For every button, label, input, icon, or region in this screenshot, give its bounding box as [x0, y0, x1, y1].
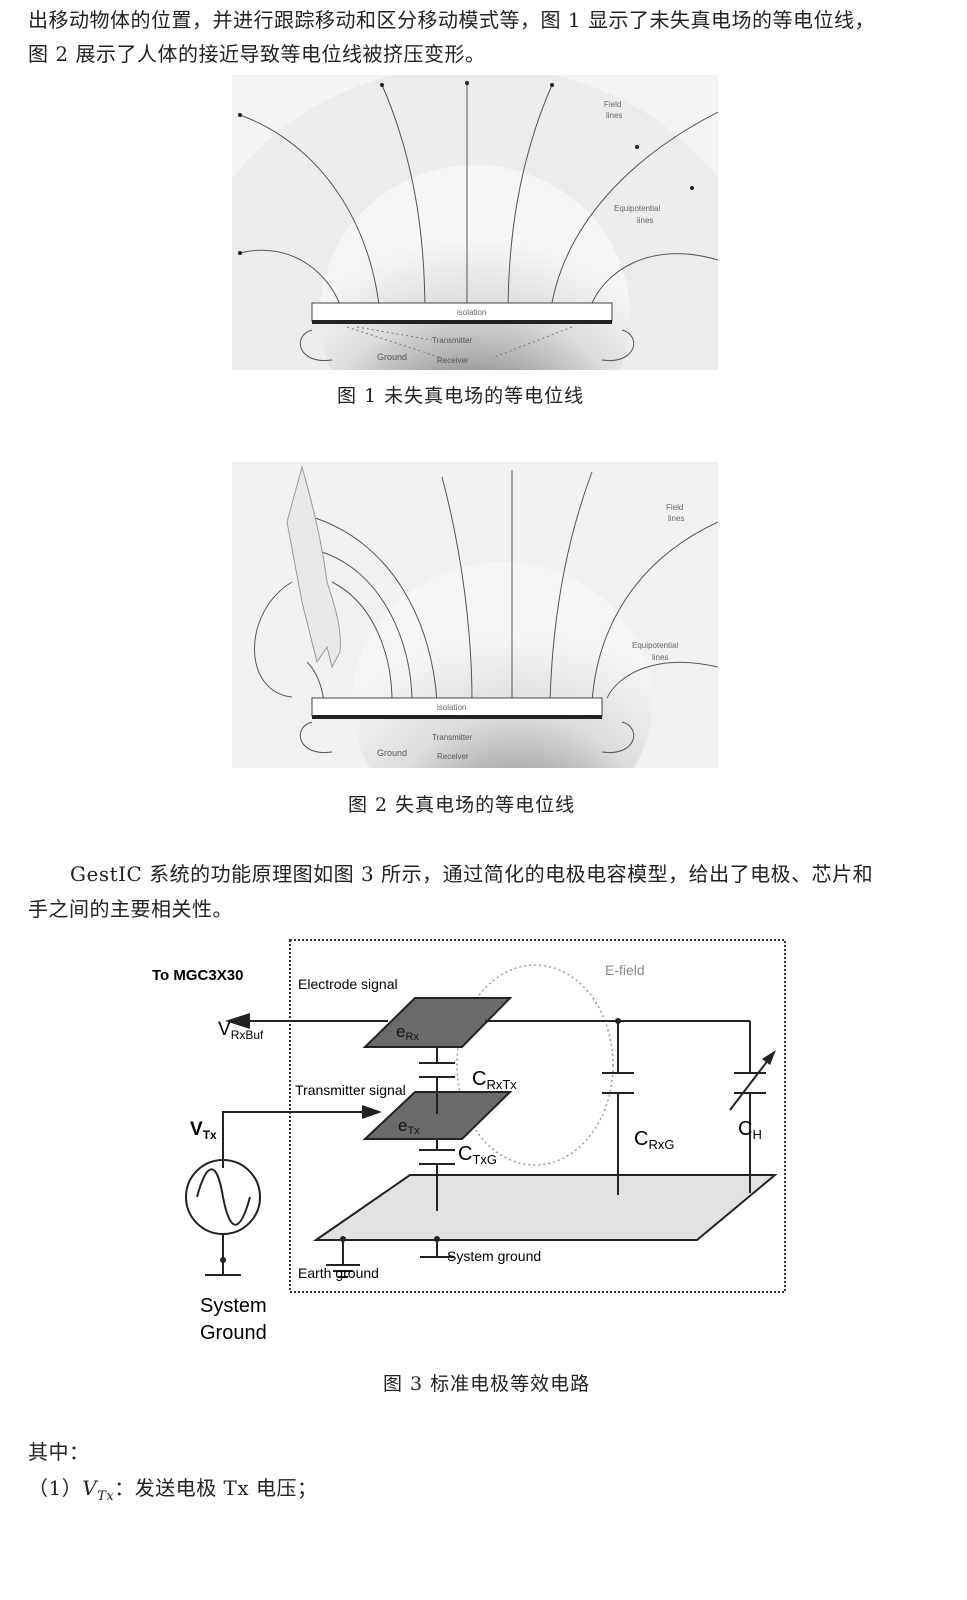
figure-2-distorted-field: isolation Transmitter Ground Receiver Fi… — [232, 462, 718, 768]
item-1-variable: V — [82, 1476, 98, 1500]
c-txg-label: CTxG — [458, 1143, 497, 1167]
hand-illustration — [286, 465, 341, 669]
fig1-ground-label: Ground — [377, 352, 407, 362]
system-ground-source-label-1: System — [200, 1295, 267, 1317]
fig1-transmitter-label: Transmitter — [432, 336, 472, 345]
c-h-label: CH — [738, 1118, 762, 1142]
fig2-ground-label: Ground — [377, 748, 407, 758]
fig1-equipotential-label: Equipotential — [614, 204, 660, 213]
figure-2-caption: 图 2 失真电场的等电位线 — [348, 794, 576, 816]
fig2-equipotential-label: Equipotential — [632, 641, 678, 650]
list-item-1: （1）VTx：发送电极 Tx 电压； — [28, 1472, 318, 1504]
e-field-label: E-field — [605, 962, 645, 978]
para-line-1: GestIC 系统的功能原理图如图 3 所示，通过简化的电极电容模型，给出了电极… — [70, 862, 874, 886]
fig1-field-label: Field — [604, 100, 621, 109]
fig1-isolation-label: isolation — [457, 308, 486, 317]
to-mgc3x30-label: To MGC3X30 — [152, 967, 243, 984]
fig2-equipotential-label-2: lines — [652, 653, 668, 662]
para-line-2: 手之间的主要相关性。 — [28, 897, 233, 921]
fig1-equipotential-label-2: lines — [637, 216, 653, 225]
c-rxtx-label: CRxTx — [472, 1068, 517, 1092]
e-rx-label: eRx — [396, 1022, 419, 1043]
e-tx-label: eTx — [398, 1116, 420, 1137]
fig2-field-label-2: lines — [668, 514, 684, 523]
fig2-receiver-label: Receiver — [437, 752, 469, 761]
item-1-subscript: Tx — [97, 1489, 115, 1504]
system-ground-label: System ground — [447, 1248, 541, 1264]
v-tx-label: VTx — [190, 1119, 217, 1142]
figure-1-undistorted-field: isolation Transmitter Ground Receiver Fi… — [232, 75, 718, 370]
v-rxbuf-label: VRxBuf — [218, 1019, 264, 1042]
figure-1-caption: 图 1 未失真电场的等电位线 — [337, 385, 585, 407]
fig2-field-label: Field — [666, 503, 683, 512]
transmitter-signal-label: Transmitter signal — [295, 1082, 406, 1098]
fig1-field-label-2: lines — [606, 111, 622, 120]
fig2-isolation-label: isolation — [437, 703, 466, 712]
intro-line-1: 出移动物体的位置，并进行跟踪移动和区分移动模式等，图 1 显示了未失真电场的等电… — [28, 8, 875, 32]
figure-3-equivalent-circuit: To MGC3X30 Electrode signal E-field VRxB… — [140, 935, 790, 1345]
system-ground-source-label-2: Ground — [200, 1322, 267, 1344]
where-label: 其中： — [28, 1440, 90, 1464]
fig2-transmitter-label: Transmitter — [432, 733, 472, 742]
intro-line-2: 图 2 展示了人体的接近导致等电位线被挤压变形。 — [28, 42, 486, 66]
item-1-prefix: （1） — [28, 1476, 83, 1500]
electrode-signal-label: Electrode signal — [298, 976, 398, 992]
item-1-text: ：发送电极 Tx 电压； — [114, 1476, 318, 1500]
c-rxg-label: CRxG — [634, 1128, 674, 1152]
figure-3-caption: 图 3 标准电极等效电路 — [383, 1373, 591, 1395]
earth-ground-label: Earth ground — [298, 1265, 379, 1281]
fig1-receiver-label: Receiver — [437, 356, 469, 365]
